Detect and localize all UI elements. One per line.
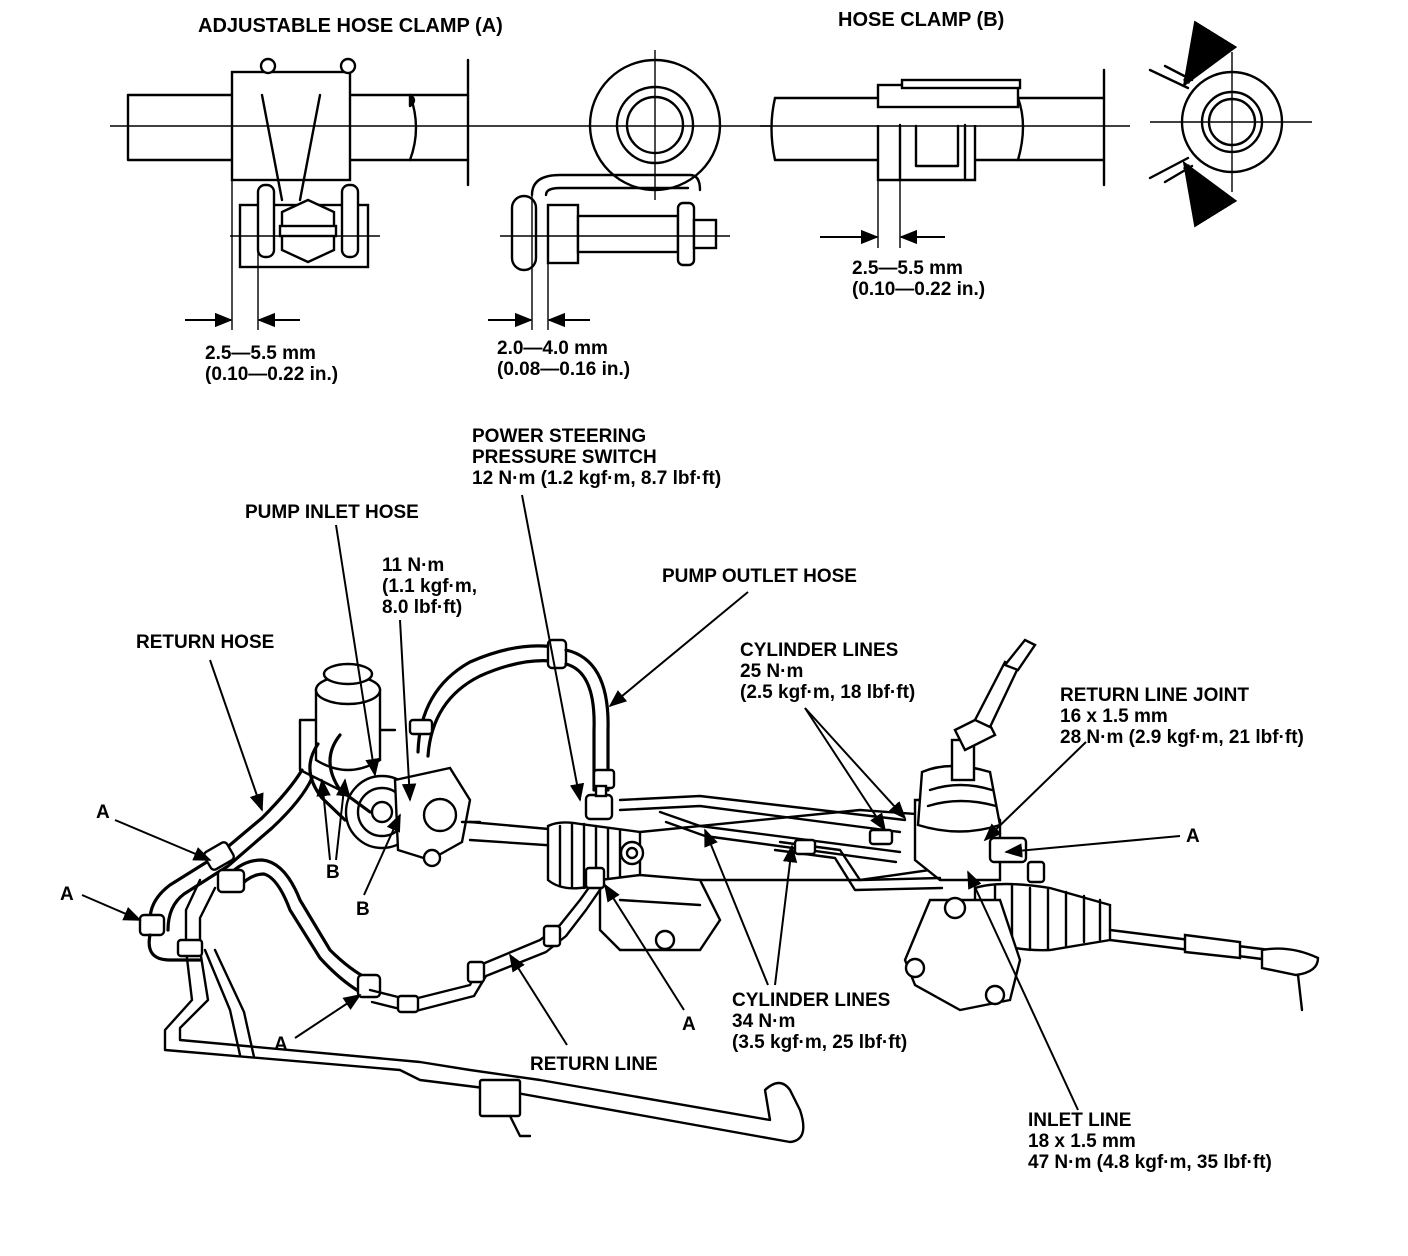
pump-torque-1: 11 N·m [382, 555, 444, 576]
pump-torque-3: 8.0 lbf·ft) [382, 597, 462, 618]
pressure-switch-label-2: PRESSURE SWITCH [472, 447, 657, 468]
inlet-line-torque: 47 N·m (4.8 kgf·m, 35 lbf·ft) [1028, 1152, 1272, 1173]
text-labels: ADJUSTABLE HOSE CLAMP (A) HOSE CLAMP (B)… [60, 9, 1304, 1173]
cylinder-lines-lower-torque: 34 N·m [732, 1011, 795, 1032]
callout-a-5: A [1186, 826, 1200, 847]
clamp-b-end-view [1148, 20, 1312, 228]
pump-torque-2: (1.1 kgf·m, [382, 576, 477, 597]
clamp-b-title: HOSE CLAMP (B) [838, 9, 1004, 31]
cylinder-lines-upper-torque-alt: (2.5 kgf·m, 18 lbf·ft) [740, 682, 915, 703]
callout-b-1: B [326, 862, 340, 883]
cylinder-lines-upper-torque: 25 N·m [740, 661, 803, 682]
return-line-joint-size: 16 x 1.5 mm [1060, 706, 1168, 727]
clamp-a-side-view [110, 57, 560, 330]
clamp-a-dim2-mm: 2.0—4.0 mm [497, 338, 608, 359]
cylinder-lines-lower-label: CYLINDER LINES [732, 990, 890, 1011]
cylinder-lines-lower-torque-alt: (3.5 kgf·m, 25 lbf·ft) [732, 1032, 907, 1053]
clamp-a-dim1-mm: 2.5—5.5 mm [205, 343, 316, 364]
clamp-a-dim2-in: (0.08—0.16 in.) [497, 359, 630, 380]
clamp-a-dim1-in: (0.10—0.22 in.) [205, 364, 338, 385]
power-steering-pump [344, 766, 482, 868]
pressure-switch-label-1: POWER STEERING [472, 426, 646, 447]
inlet-line-size: 18 x 1.5 mm [1028, 1131, 1136, 1152]
reservoir [298, 662, 397, 792]
clamp-b-dim-mm: 2.5—5.5 mm [852, 258, 963, 279]
pump-inlet-hose-label: PUMP INLET HOSE [245, 502, 419, 523]
return-line-joint-label: RETURN LINE JOINT [1060, 685, 1249, 706]
callout-a-3: A [274, 1034, 288, 1055]
clamp-a-title: ADJUSTABLE HOSE CLAMP (A) [198, 15, 503, 37]
callout-a-1: A [96, 802, 110, 823]
return-line-label: RETURN LINE [530, 1054, 658, 1075]
callout-b-2: B [356, 899, 370, 920]
clamp-b-side-view [760, 68, 1130, 248]
callout-a-4: A [682, 1014, 696, 1035]
steering-assembly [138, 638, 1320, 1144]
return-hose-label: RETURN HOSE [136, 632, 274, 653]
pressure-switch-torque: 12 N·m (1.2 kgf·m, 8.7 lbf·ft) [472, 468, 721, 489]
clamp-a-end-view [488, 50, 770, 330]
pump-outlet-hose-label: PUMP OUTLET HOSE [662, 566, 857, 587]
clamp-b-dim-in: (0.10—0.22 in.) [852, 279, 985, 300]
inlet-line-label: INLET LINE [1028, 1110, 1131, 1131]
return-line-joint-torque: 28 N·m (2.9 kgf·m, 21 lbf·ft) [1060, 727, 1304, 748]
callout-a-2: A [60, 884, 74, 905]
cylinder-lines-upper-label: CYLINDER LINES [740, 640, 898, 661]
leader-lines [81, 494, 1181, 1111]
